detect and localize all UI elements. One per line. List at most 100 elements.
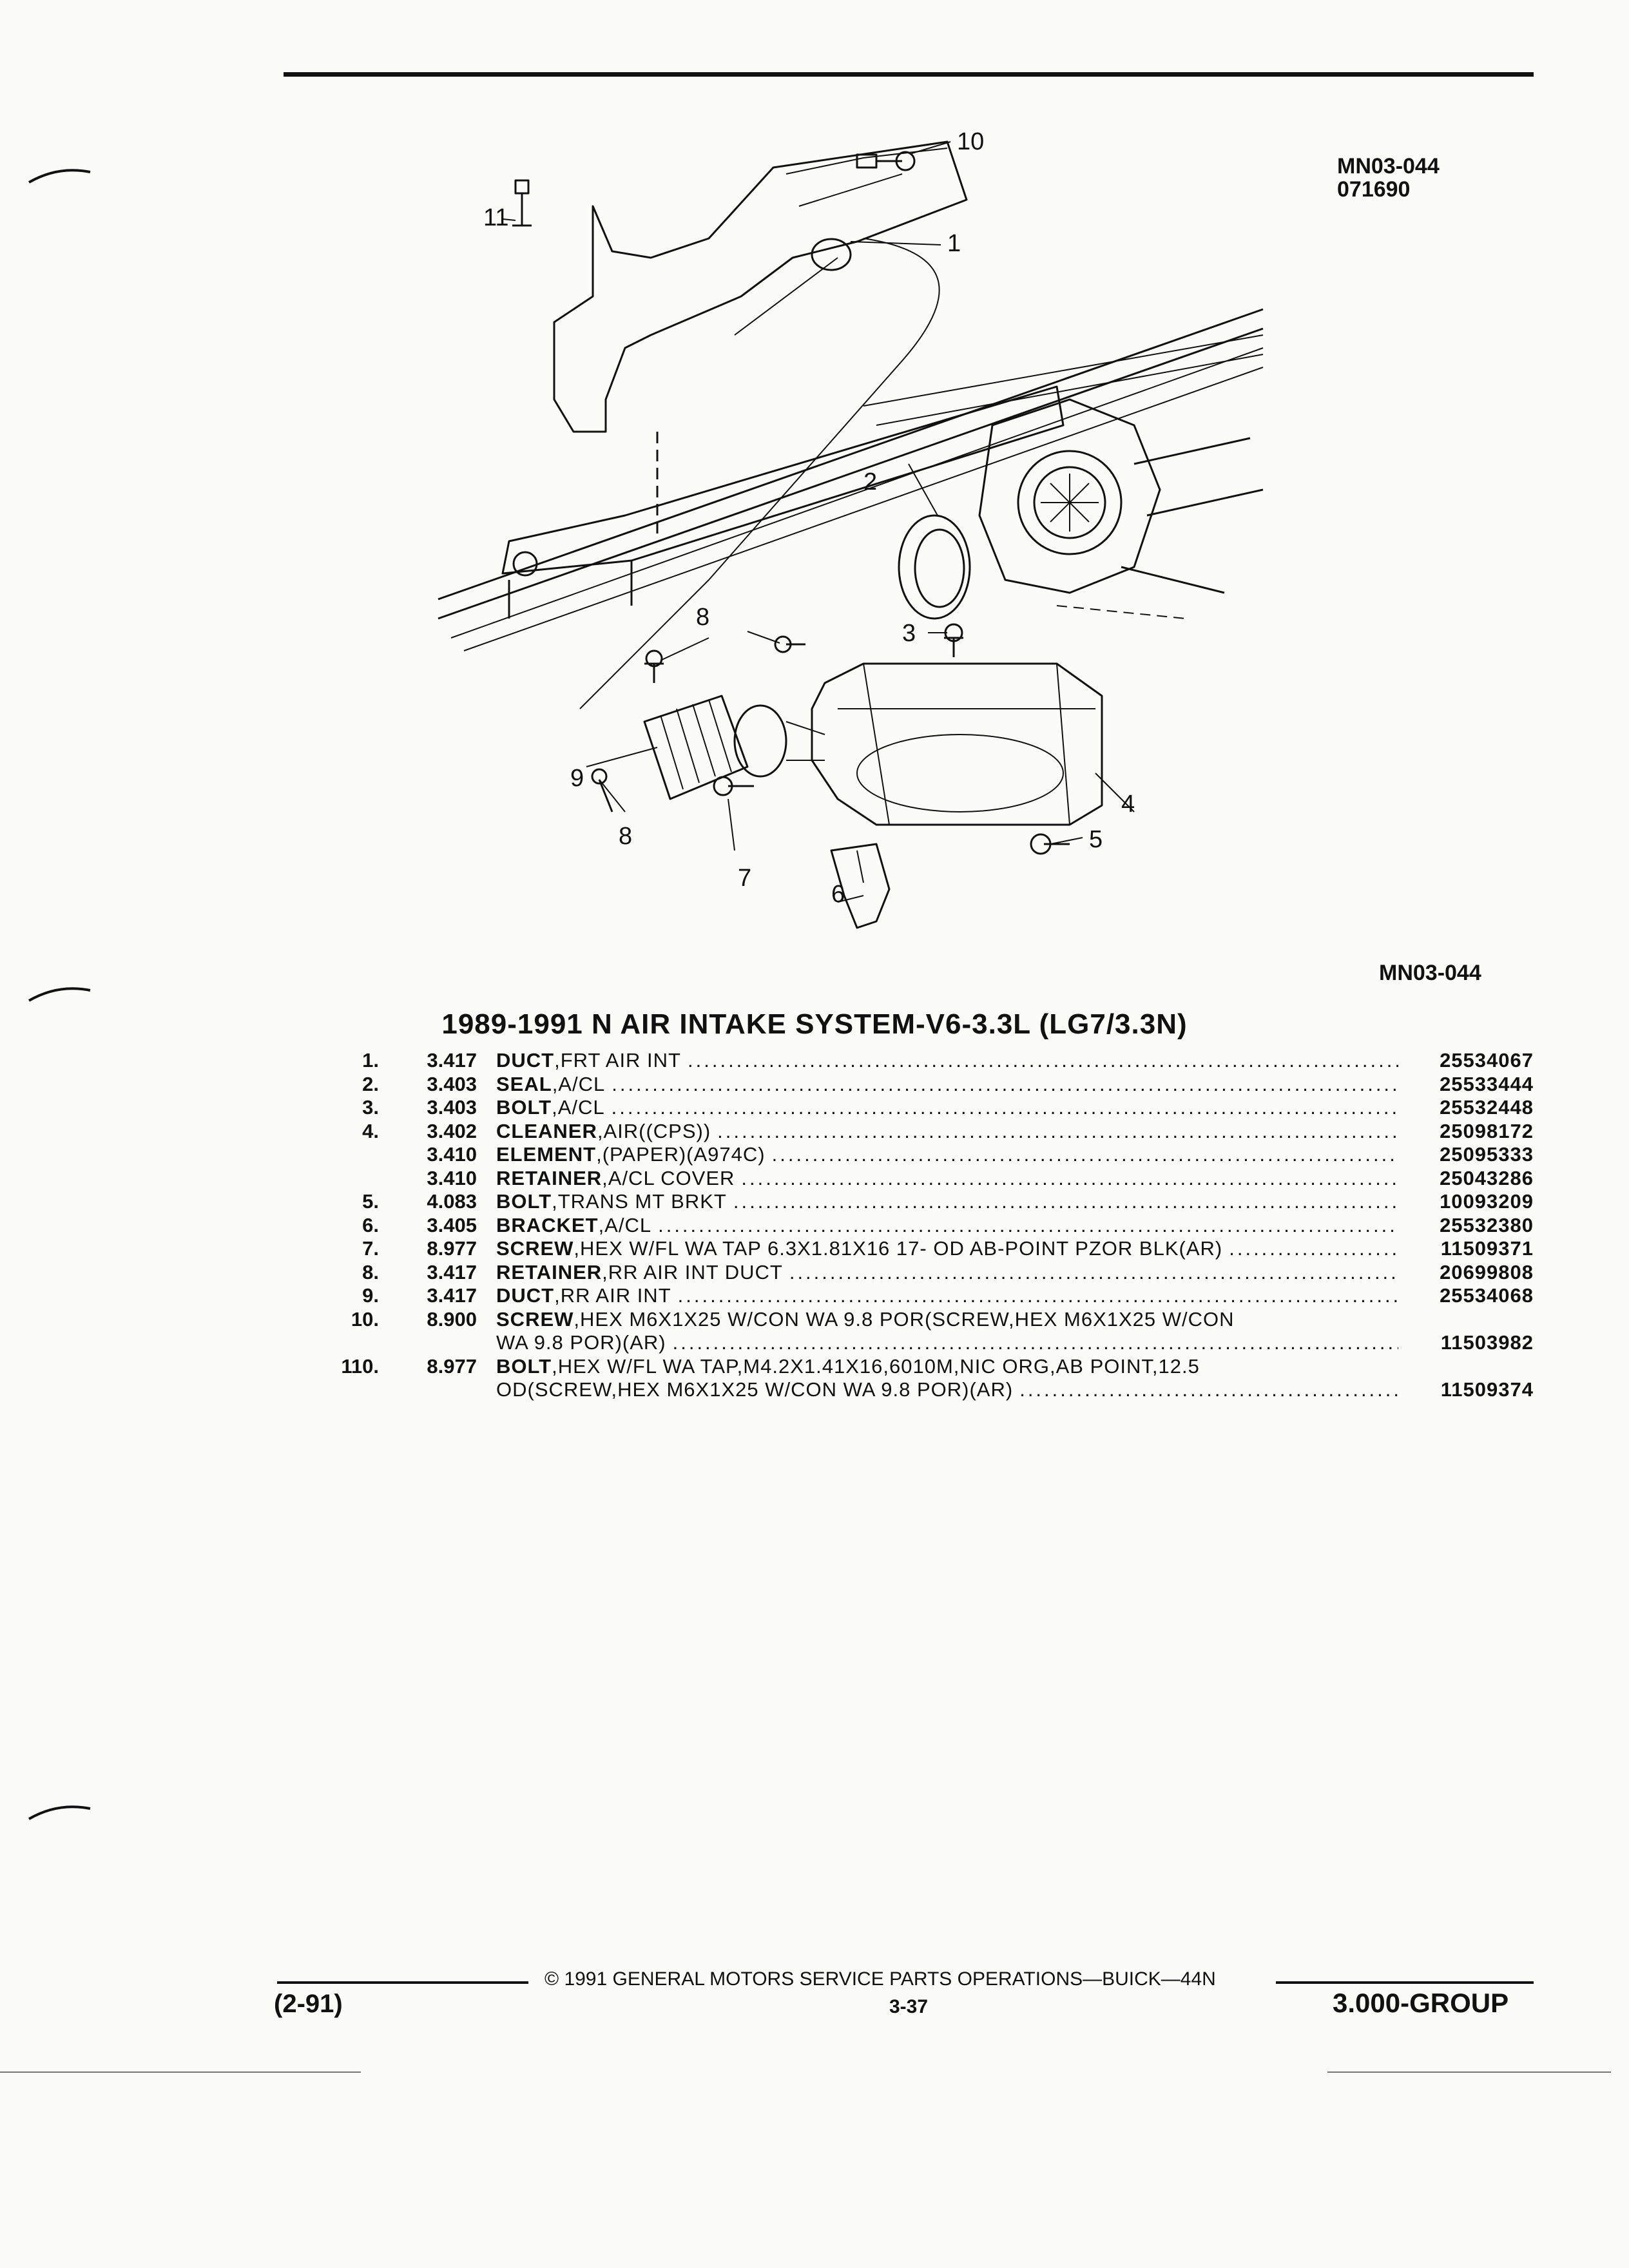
part-description: ELEMENT,(PAPER)(A974C)..................… xyxy=(496,1143,1405,1166)
group-code: 3.402 xyxy=(427,1119,477,1142)
callout-9: 9 xyxy=(570,765,584,792)
item-number: 9. xyxy=(362,1284,379,1307)
part-noun: DUCT xyxy=(496,1049,555,1072)
callout-10: 10 xyxy=(957,129,984,155)
bracket xyxy=(830,843,891,929)
retainer-8b xyxy=(598,779,613,812)
leader-dots: ........................................… xyxy=(771,1143,1398,1166)
part-noun: BOLT xyxy=(496,1096,552,1119)
part-detail: ,A/CL xyxy=(552,1072,606,1095)
part-noun: BOLT xyxy=(496,1190,552,1213)
leader-dots: ........................................… xyxy=(688,1049,1398,1072)
group-code: 8.977 xyxy=(427,1237,477,1260)
part-number: 25533444 xyxy=(1440,1072,1534,1095)
part-detail: ,FRT AIR INT xyxy=(554,1049,681,1072)
part-detail: ,RR AIR INT xyxy=(554,1284,671,1307)
parts-row: 2. 3.403 SEAL,A/CL........................… xyxy=(322,1073,1534,1097)
duct-outlet xyxy=(811,238,852,271)
part-number: 25095333 xyxy=(1440,1143,1534,1166)
item-number: 3. xyxy=(362,1096,379,1119)
part-detail: ,(PAPER)(A974C) xyxy=(596,1143,766,1166)
parts-row-continuation: OD(SCREW,HEX M6X1X25 W/CON WA 9.8 POR)(A… xyxy=(322,1378,1534,1402)
part-noun: BRACKET xyxy=(496,1213,599,1236)
part-description: DUCT,RR AIR INT.........................… xyxy=(496,1284,1405,1307)
leader-dots: ........................................… xyxy=(741,1166,1398,1189)
part-number: 10093209 xyxy=(1440,1190,1534,1213)
bolt-11 xyxy=(512,179,532,227)
part-number: 25532448 xyxy=(1440,1096,1534,1119)
part-noun: RETAINER xyxy=(496,1166,602,1189)
parts-row: 7. 8.977 SCREW,HEX W/FL WA TAP 6.3X1.81X16… xyxy=(322,1237,1534,1261)
group-code: 8.900 xyxy=(427,1307,477,1331)
callout-1: 1 xyxy=(947,230,961,257)
part-number: 11509371 xyxy=(1440,1237,1534,1260)
part-number: 11503982 xyxy=(1440,1331,1534,1354)
rear-duct-bellows xyxy=(643,695,749,800)
part-description: RETAINER,RR AIR INT DUCT................… xyxy=(496,1261,1405,1284)
margin-mark-top xyxy=(28,169,91,184)
callout-6: 6 xyxy=(831,881,845,908)
part-description: SEAL,A/CL...............................… xyxy=(496,1073,1405,1096)
part-detail: ,HEX W/FL WA TAP 6.3X1.81X16 17- OD AB-P… xyxy=(574,1237,1223,1260)
group-code: 3.405 xyxy=(427,1213,477,1236)
group-code: 3.410 xyxy=(427,1143,477,1166)
item-number: 8. xyxy=(362,1260,379,1283)
part-number: 25534068 xyxy=(1440,1284,1534,1307)
part-noun: CLEANER xyxy=(496,1119,597,1142)
item-number: 110. xyxy=(341,1354,379,1378)
part-detail: OD(SCREW,HEX M6X1X25 W/CON WA 9.8 POR)(A… xyxy=(496,1378,1014,1401)
callout-7: 7 xyxy=(738,865,751,892)
part-noun: RETAINER xyxy=(496,1260,602,1283)
parts-row: 10. 8.900 SCREW,HEX M6X1X25 W/CON WA 9.8 P… xyxy=(322,1308,1534,1332)
seal-ring xyxy=(898,514,971,620)
callout-8a: 8 xyxy=(696,604,709,631)
part-number: 25534067 xyxy=(1440,1049,1534,1072)
leader-dots: ........................................… xyxy=(677,1284,1398,1307)
figure-code-bottom: MN03-044 xyxy=(1379,961,1481,985)
callout-2: 2 xyxy=(863,468,877,495)
part-description: SCREW,HEX M6X1X25 W/CON WA 9.8 POR(SCREW… xyxy=(496,1308,1405,1331)
part-detail: ,TRANS MT BRKT xyxy=(552,1190,727,1213)
part-number: 11509374 xyxy=(1440,1378,1534,1401)
part-detail: ,RR AIR INT DUCT xyxy=(602,1260,783,1283)
item-number: 4. xyxy=(362,1119,379,1142)
bottom-rule-left xyxy=(0,2071,361,2073)
footer-group: 3.000-GROUP xyxy=(1333,1988,1509,2018)
leader-dots: ........................................… xyxy=(612,1072,1398,1095)
bolt-10 xyxy=(856,153,902,169)
bottom-rule-right xyxy=(1327,2071,1611,2073)
group-code: 3.410 xyxy=(427,1166,477,1189)
group-code: 3.417 xyxy=(427,1049,477,1072)
item-number: 6. xyxy=(362,1213,379,1236)
part-number: 25043286 xyxy=(1440,1166,1534,1189)
leader-dots: ........................................… xyxy=(789,1260,1398,1283)
part-description: BOLT,TRANS MT BRKT......................… xyxy=(496,1190,1405,1213)
part-noun: DUCT xyxy=(496,1284,555,1307)
footer-copyright: © 1991 GENERAL MOTORS SERVICE PARTS OPER… xyxy=(545,1968,1216,1990)
part-number: 25098172 xyxy=(1440,1119,1534,1142)
parts-row: 3.410 ELEMENT,(PAPER)(A974C).............… xyxy=(322,1143,1534,1167)
item-number: 2. xyxy=(362,1072,379,1095)
footer-rule-left xyxy=(277,1981,528,1984)
part-number: 25532380 xyxy=(1440,1213,1534,1236)
item-number: 10. xyxy=(351,1307,379,1331)
leader-dots: ........................................… xyxy=(672,1331,1398,1354)
part-noun: SCREW xyxy=(496,1237,574,1260)
figure-code: MN03-044 xyxy=(1337,154,1440,178)
throttle-body xyxy=(978,398,1161,594)
callout-3: 3 xyxy=(902,620,916,647)
parts-row-continuation: WA 9.8 POR)(AR).........................… xyxy=(322,1331,1534,1355)
group-code: 3.403 xyxy=(427,1072,477,1095)
part-description: BOLT,HEX W/FL WA TAP,M4.2X1.41X16,6010M,… xyxy=(496,1355,1405,1378)
margin-mark-middle xyxy=(28,987,91,1002)
engine-rail xyxy=(438,308,1264,601)
part-noun: ELEMENT xyxy=(496,1143,597,1166)
leader-dots: ........................................… xyxy=(733,1190,1398,1213)
item-number: 7. xyxy=(362,1237,379,1260)
